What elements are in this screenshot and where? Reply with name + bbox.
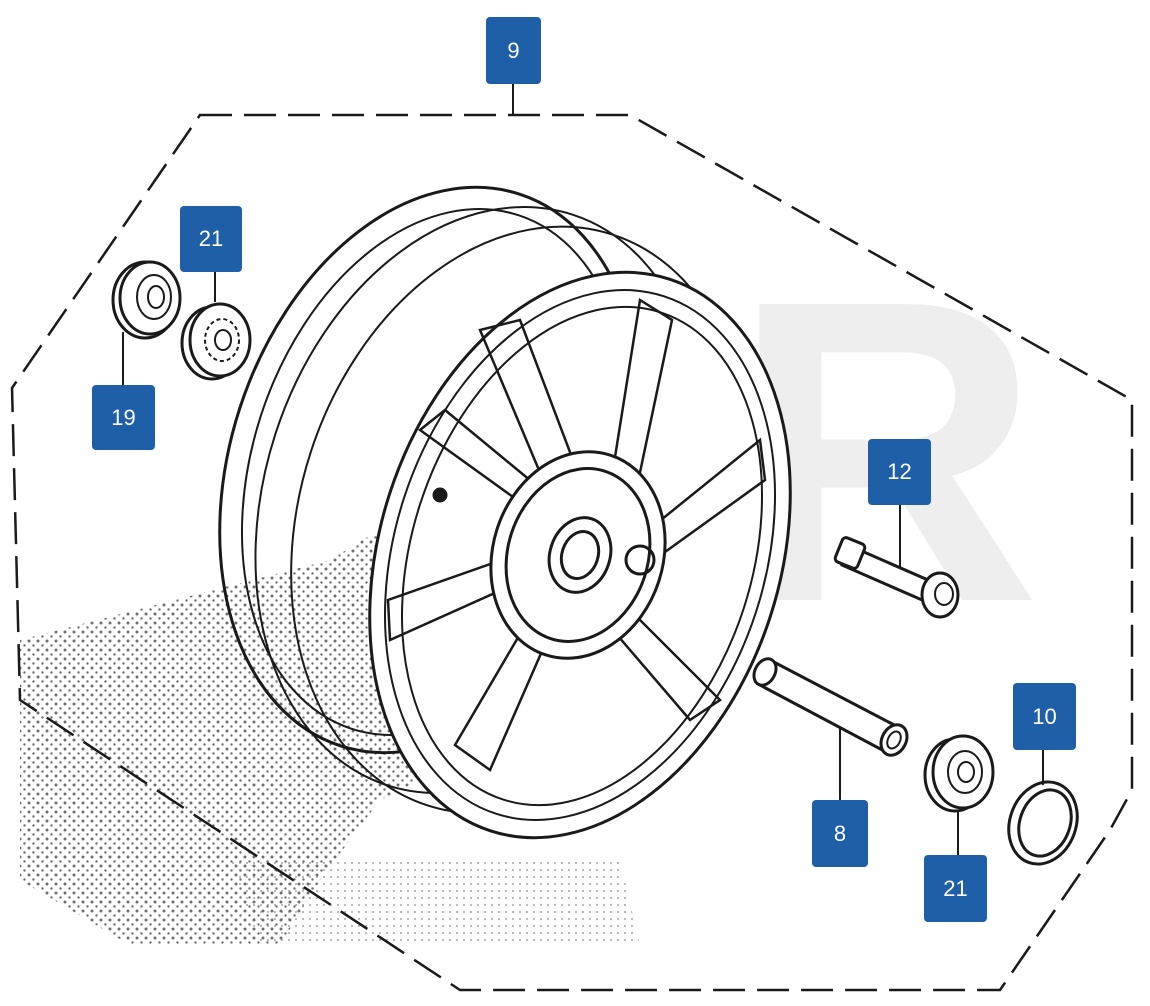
leader-lines — [122, 84, 1044, 860]
callout-21-left-bearing[interactable]: 21 — [180, 206, 242, 272]
o-ring-drawing — [1007, 780, 1079, 866]
dust-seal-drawing — [111, 260, 182, 340]
ball-bearing-drawing-left — [180, 302, 252, 381]
callout-label: 19 — [111, 404, 136, 430]
callout-21-right-bearing[interactable]: 21 — [924, 855, 987, 922]
wheel-rim-drawing — [218, 185, 792, 840]
distance-collar-drawing — [752, 657, 909, 757]
ball-bearing-drawing-right — [923, 734, 995, 813]
callout-label: 8 — [833, 820, 847, 846]
callout-label: 21 — [943, 875, 968, 901]
callout-12-valve-stem[interactable]: 12 — [868, 439, 931, 505]
callout-label: 10 — [1032, 703, 1057, 729]
callout-19-dust-seal[interactable]: 19 — [92, 385, 155, 450]
callout-label: 12 — [887, 459, 912, 484]
valve-stem-drawing — [833, 536, 960, 619]
callout-8-distance-collar[interactable]: 8 — [812, 800, 868, 867]
callout-9-wheel-assembly[interactable]: 9 — [486, 17, 541, 84]
callout-label: 9 — [507, 37, 520, 63]
callout-10-o-ring[interactable]: 10 — [1013, 683, 1076, 750]
assembly-boundary — [10, 113, 1134, 992]
callout-label: 21 — [198, 226, 224, 251]
